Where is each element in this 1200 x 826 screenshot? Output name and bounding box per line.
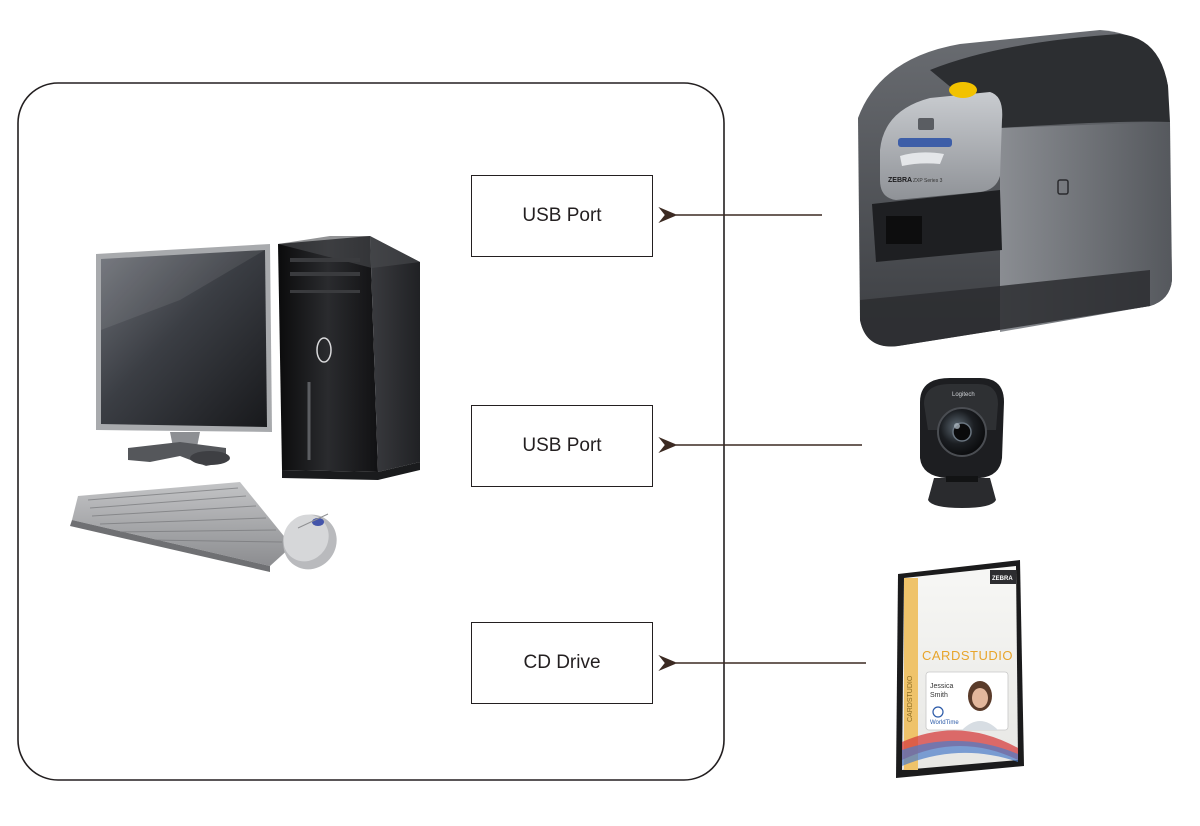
- tower-pc-icon: [278, 236, 420, 480]
- printer-model: ZXP Series 3: [913, 178, 943, 184]
- box-card-first-name: Jessica: [930, 683, 953, 690]
- desktop-computer-icon: [70, 236, 420, 572]
- box-card-company: WorldTime: [930, 720, 959, 726]
- webcam-brand: Logitech: [952, 392, 975, 398]
- computer-enclosure: [17, 82, 725, 781]
- card-printer-icon: ZEBRA ZXP Series 3: [858, 30, 1172, 347]
- webcam-icon: Logitech: [920, 378, 1004, 508]
- cardstudio-software-box-icon: CARDSTUDIO ZEBRA CARDSTUDIO Jessica Smit…: [896, 560, 1024, 778]
- box-card-last-name: Smith: [930, 692, 948, 699]
- usb-port-box-webcam: USB Port: [471, 405, 653, 487]
- box-brand: ZEBRA: [992, 576, 1013, 582]
- cd-drive-label: CD Drive: [523, 652, 601, 673]
- printer-yellow-button: [949, 82, 977, 98]
- keyboard-icon: [70, 482, 292, 572]
- svg-text:CARDSTUDIO: CARDSTUDIO: [907, 675, 914, 722]
- mouse-icon: [283, 513, 337, 570]
- usb-port-label-printer: USB Port: [522, 205, 602, 226]
- printer-display: [898, 138, 952, 147]
- usb-port-label-webcam: USB Port: [522, 435, 602, 456]
- printer-brand: ZEBRA: [888, 177, 912, 184]
- connection-arrows: [658, 207, 866, 671]
- monitor-icon: [96, 244, 272, 466]
- cd-drive-box: CD Drive: [471, 622, 653, 704]
- usb-port-box-printer: USB Port: [471, 175, 653, 257]
- box-product-title: CARDSTUDIO: [922, 648, 1013, 663]
